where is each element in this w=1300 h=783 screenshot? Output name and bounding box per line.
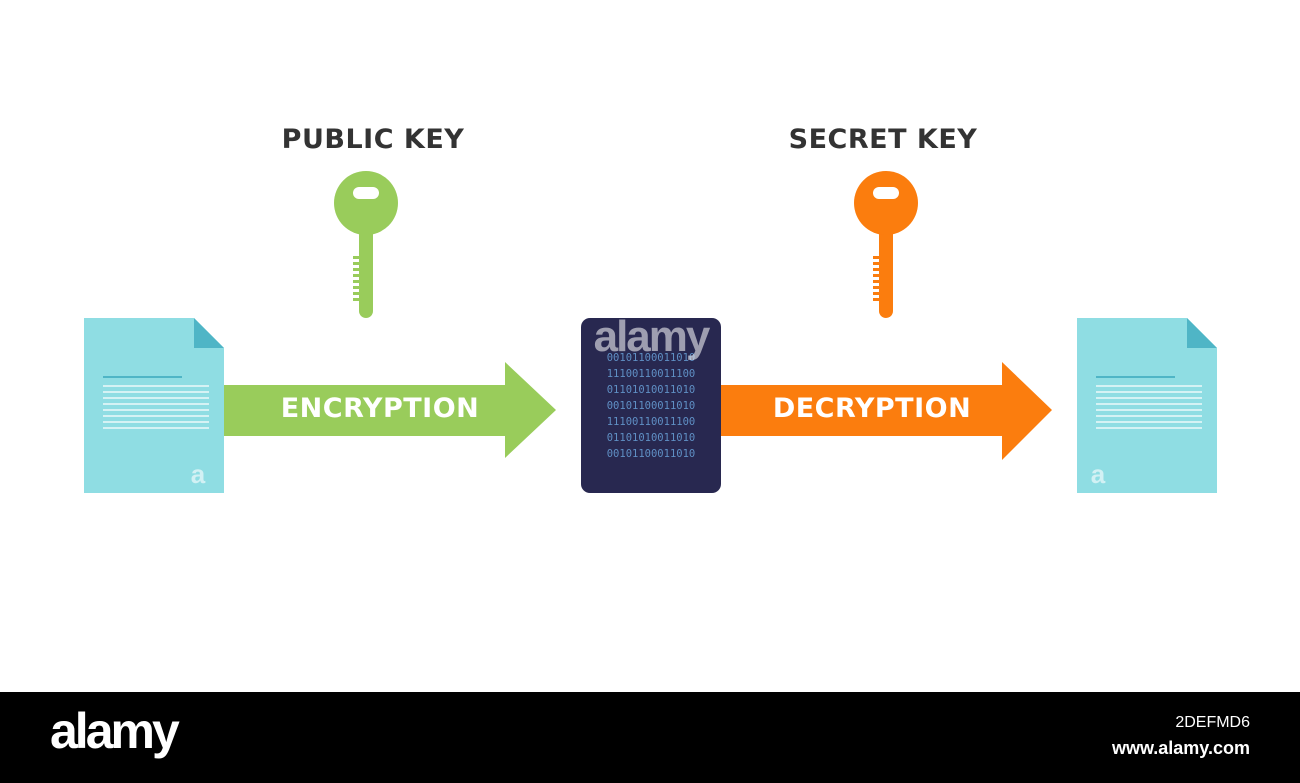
- ciphertext-line: 11100110011100: [606, 368, 696, 380]
- watermark-url: www.alamy.com: [1111, 738, 1250, 758]
- watermark-footer: alamy 2DEFMD6 www.alamy.com: [0, 692, 1300, 783]
- encryption-label: ENCRYPTION: [280, 393, 480, 424]
- watermark-image-id: 2DEFMD6: [1175, 714, 1250, 731]
- ciphertext-line: 01101010011010: [606, 432, 696, 444]
- watermark-overlay: alamy: [593, 312, 711, 361]
- ciphertext-line: 11100110011100: [606, 416, 696, 428]
- plaintext-document-icon: a: [84, 318, 224, 493]
- decryption-arrow: [721, 362, 1052, 460]
- ciphertext-block: 00101100011010 11100110011100 0110101001…: [581, 318, 721, 493]
- public-key-icon: [334, 171, 398, 318]
- ciphertext-line: 00101100011010: [606, 400, 696, 412]
- ciphertext-line: 01101010011010: [606, 384, 696, 396]
- secret-key-label: SECRET KEY: [788, 124, 978, 155]
- public-key-label: PUBLIC KEY: [281, 124, 465, 155]
- secret-key-icon: [854, 171, 918, 318]
- ciphertext-line: 00101100011010: [606, 448, 696, 460]
- watermark-logo: alamy: [50, 703, 180, 759]
- svg-text:a: a: [191, 459, 206, 489]
- svg-text:a: a: [1091, 459, 1106, 489]
- decryption-label: DECRYPTION: [772, 393, 972, 424]
- encryption-arrow: [224, 362, 556, 458]
- decrypted-document-icon: a: [1077, 318, 1217, 493]
- ciphertext-lines: 00101100011010 11100110011100 0110101001…: [581, 350, 721, 462]
- ciphertext-line: 00101100011010: [606, 352, 696, 364]
